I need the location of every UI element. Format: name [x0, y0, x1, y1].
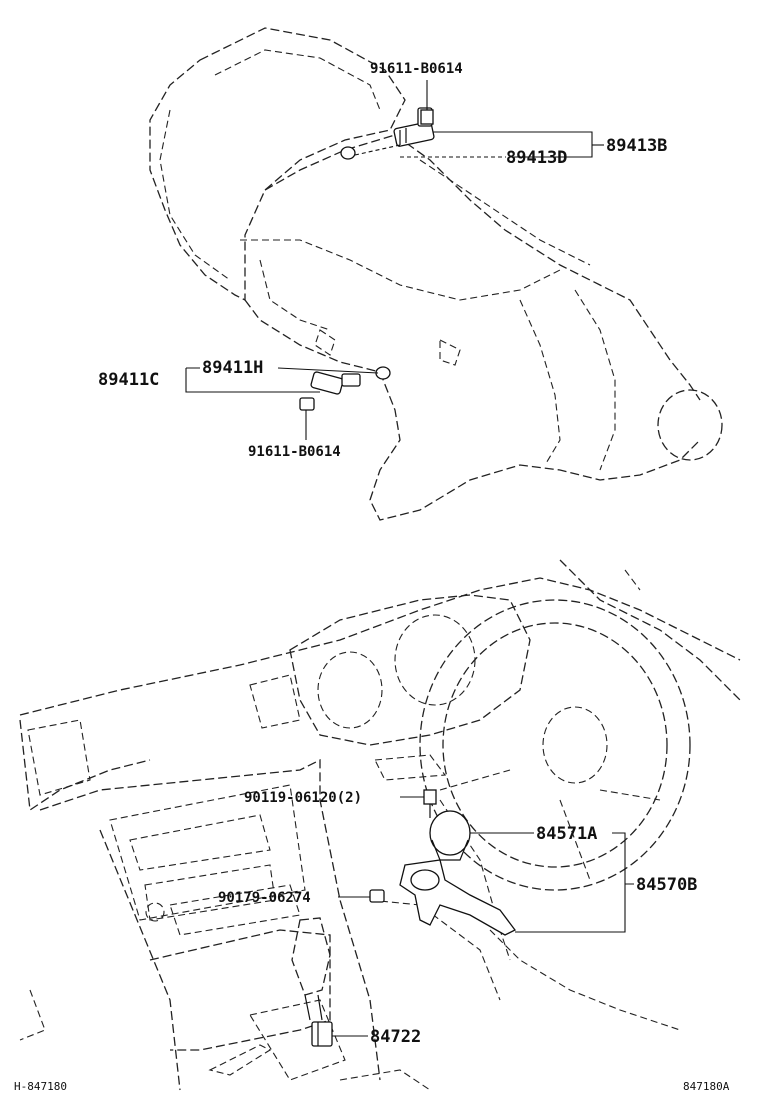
nut-steering — [369, 889, 385, 903]
label-89413b: 89413B — [606, 136, 667, 156]
label-89411h: 89411H — [202, 358, 263, 378]
bolt-top — [420, 80, 434, 125]
switch-bracket — [399, 859, 516, 936]
label-bolt-steering: 90119-06120(2) — [244, 790, 362, 806]
leader-89413d — [354, 144, 506, 158]
label-bolt-top: 91611-B0614 — [370, 61, 463, 77]
label-84570b: 84570B — [636, 875, 697, 895]
leader-89411c — [185, 367, 320, 393]
dashboard-illustration — [19, 559, 741, 1091]
label-84722: 84722 — [370, 1027, 421, 1047]
label-nut-steering: 90179-06274 — [218, 890, 311, 906]
leader-84570b — [515, 832, 634, 933]
caption-right-code: 847180A — [683, 1080, 730, 1093]
caption-left-code: H-847180 — [14, 1080, 67, 1093]
label-89413d: 89413D — [506, 148, 567, 168]
bolt-steering — [423, 789, 437, 818]
transmission-illustration — [149, 27, 723, 521]
label-89411c: 89411C — [98, 370, 159, 390]
shift-lock-switch — [311, 1021, 333, 1047]
speed-sensor-bottom — [299, 366, 391, 411]
label-bolt-bottom: 91611-B0614 — [248, 444, 341, 460]
label-84571a: 84571A — [536, 824, 597, 844]
o-ring-top — [340, 146, 356, 160]
